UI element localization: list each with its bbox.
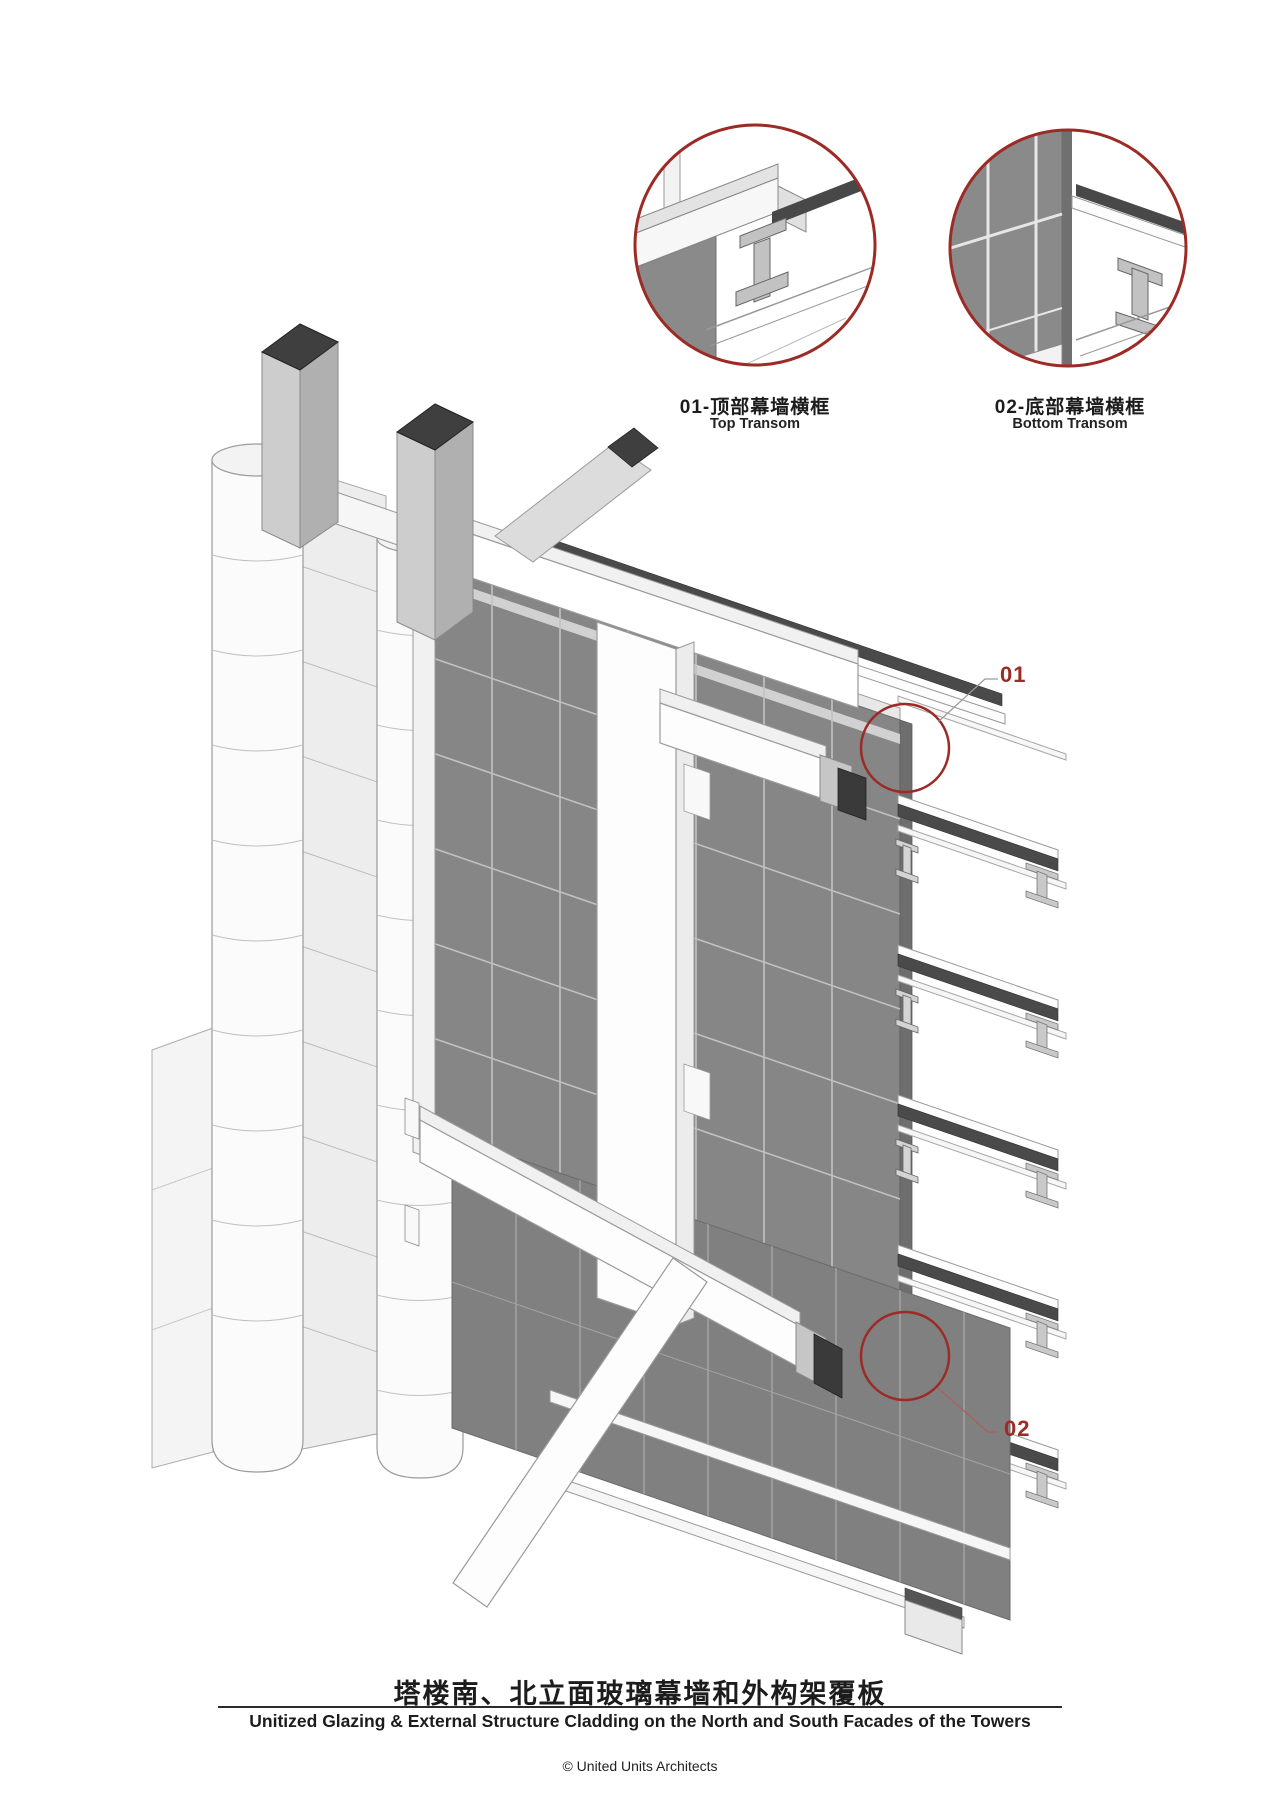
lower-spandrel-band (451, 1135, 1011, 1655)
cladding-panel (297, 467, 387, 1451)
steel-column-stub-left (261, 323, 339, 549)
callout-label-01: 01 (1000, 662, 1027, 687)
copyright-line: © United Units Architects (562, 1758, 718, 1774)
far-left-cladding-panel (151, 1027, 214, 1469)
title-divider (218, 1706, 1062, 1708)
diagonal-strut (494, 427, 659, 563)
lower-diagonal-brace (452, 1257, 708, 1608)
upper-stub-beam (659, 688, 867, 821)
callout-label-02: 02 (1004, 1416, 1031, 1441)
external-frame-structure (335, 427, 867, 1608)
callout-circle-01 (859, 678, 998, 794)
callout-circle-02 (859, 1310, 998, 1433)
detail-02-label-en: Bottom Transom (1012, 416, 1128, 432)
detail-02-label-zh: 02-底部幕墙横框 (994, 397, 1146, 418)
detail-01-label-en: Top Transom (710, 416, 800, 432)
steel-column-stub-right (396, 403, 474, 641)
detail-circle-top-transom (633, 123, 877, 367)
external-column-cylinder-left (211, 443, 304, 1473)
leader-line-01 (937, 678, 998, 723)
sheet-title-zh: 塔楼南、北立面玻璃幕墙和外构架覆板 (393, 1679, 887, 1709)
middle-beam (419, 1105, 843, 1399)
leader-line-02 (937, 1387, 998, 1433)
sheet-title-en: Unitized Glazing & External Structure Cl… (249, 1711, 1031, 1731)
detail-circle-bottom-transom (948, 128, 1188, 368)
detail-01-label-zh: 01-顶部幕墙横框 (679, 397, 831, 418)
